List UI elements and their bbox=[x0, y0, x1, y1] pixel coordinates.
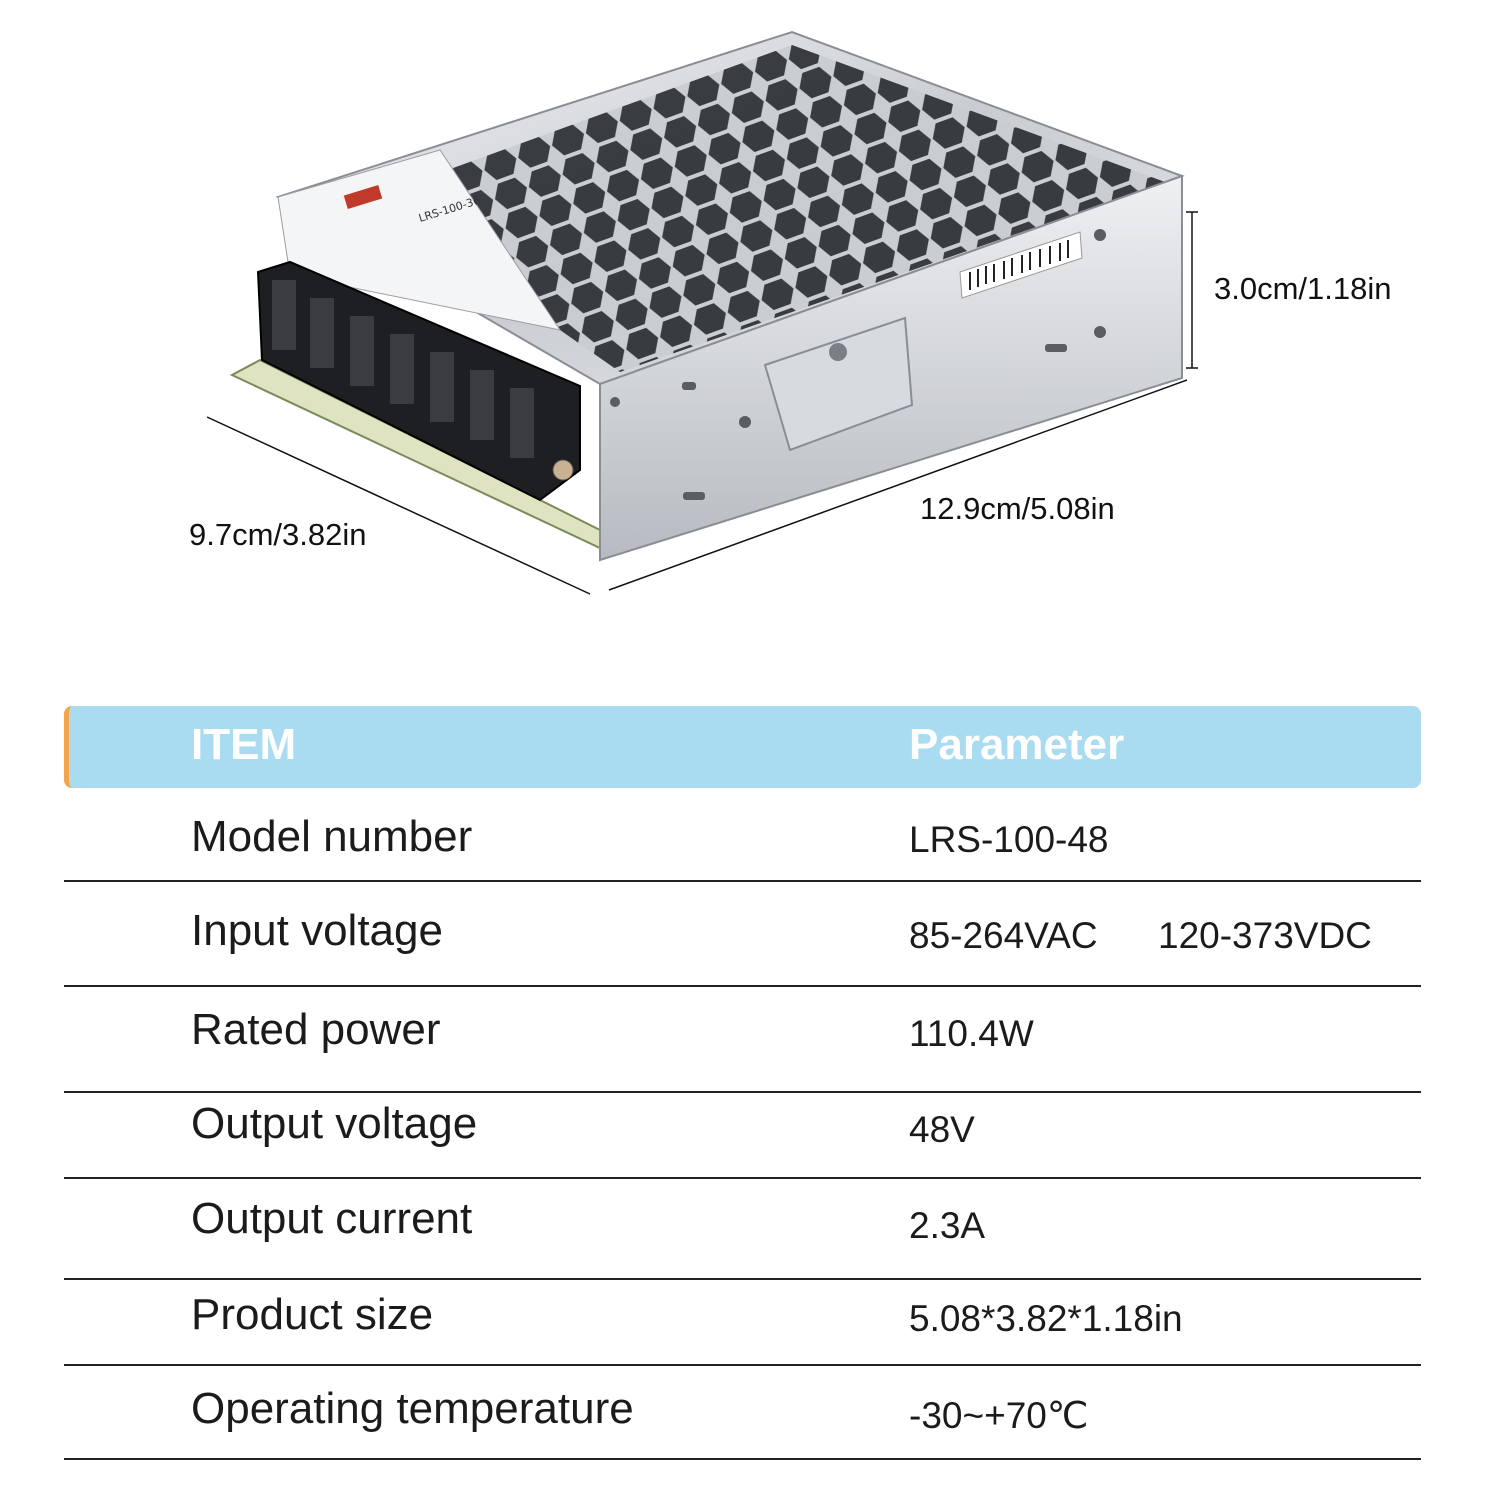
row-value: 48V bbox=[909, 1109, 975, 1150]
row-value: 110.4W bbox=[909, 1013, 1034, 1054]
row-label: Model number bbox=[191, 812, 473, 861]
brand-logo bbox=[343, 185, 383, 209]
row-value: LRS-100-48 bbox=[909, 819, 1109, 860]
terminal-slots bbox=[272, 280, 534, 458]
row-label: Operating temperature bbox=[191, 1384, 634, 1433]
power-supply-illustration: LRS-100-36 bbox=[206, 30, 1198, 595]
table-row-output-voltage: Output voltage 48V bbox=[64, 1093, 1421, 1179]
header-item: ITEM bbox=[191, 720, 297, 769]
row-label: Product size bbox=[191, 1290, 434, 1339]
row-label: Output voltage bbox=[191, 1099, 478, 1148]
terminal-block bbox=[256, 260, 581, 502]
screw bbox=[829, 343, 847, 361]
table-row-model-number: Model number LRS-100-48 bbox=[64, 788, 1421, 882]
dimension-length-label: 12.9cm/5.08in bbox=[920, 491, 1115, 526]
table-header: ITEM Parameter bbox=[64, 706, 1421, 788]
table-row-operating-temperature: Operating temperature -30~+70℃ bbox=[64, 1366, 1421, 1460]
product-image: LRS-100-36 bbox=[0, 0, 1500, 620]
row-value: 85-264VAC bbox=[909, 915, 1098, 956]
spec-table: ITEM Parameter Model number LRS-100-48 I… bbox=[64, 706, 1421, 1460]
header-parameter: Parameter bbox=[909, 720, 1125, 769]
table-row-rated-power: Rated power 110.4W bbox=[64, 987, 1421, 1093]
trim-pot bbox=[552, 459, 574, 481]
row-value-secondary: 120-373VDC bbox=[1158, 915, 1372, 956]
row-value: 5.08*3.82*1.18in bbox=[909, 1298, 1183, 1339]
row-label: Output current bbox=[191, 1194, 473, 1243]
row-value: -30~+70℃ bbox=[909, 1395, 1089, 1436]
mesh-vents bbox=[420, 45, 1165, 372]
side-holes bbox=[610, 229, 1106, 500]
row-value: 2.3A bbox=[909, 1205, 986, 1246]
dimension-lines bbox=[206, 211, 1198, 595]
dimension-width-label: 9.7cm/3.82in bbox=[189, 517, 367, 552]
barcode bbox=[969, 240, 1069, 290]
mounting-bracket bbox=[763, 316, 914, 452]
row-label: Rated power bbox=[191, 1005, 441, 1054]
row-label: Input voltage bbox=[191, 906, 443, 955]
table-row-input-voltage: Input voltage 85-264VAC 120-373VDC bbox=[64, 882, 1421, 987]
table-row-output-current: Output current 2.3A bbox=[64, 1179, 1421, 1280]
dimension-height-label: 3.0cm/1.18in bbox=[1214, 271, 1392, 306]
table-row-product-size: Product size 5.08*3.82*1.18in bbox=[64, 1280, 1421, 1366]
